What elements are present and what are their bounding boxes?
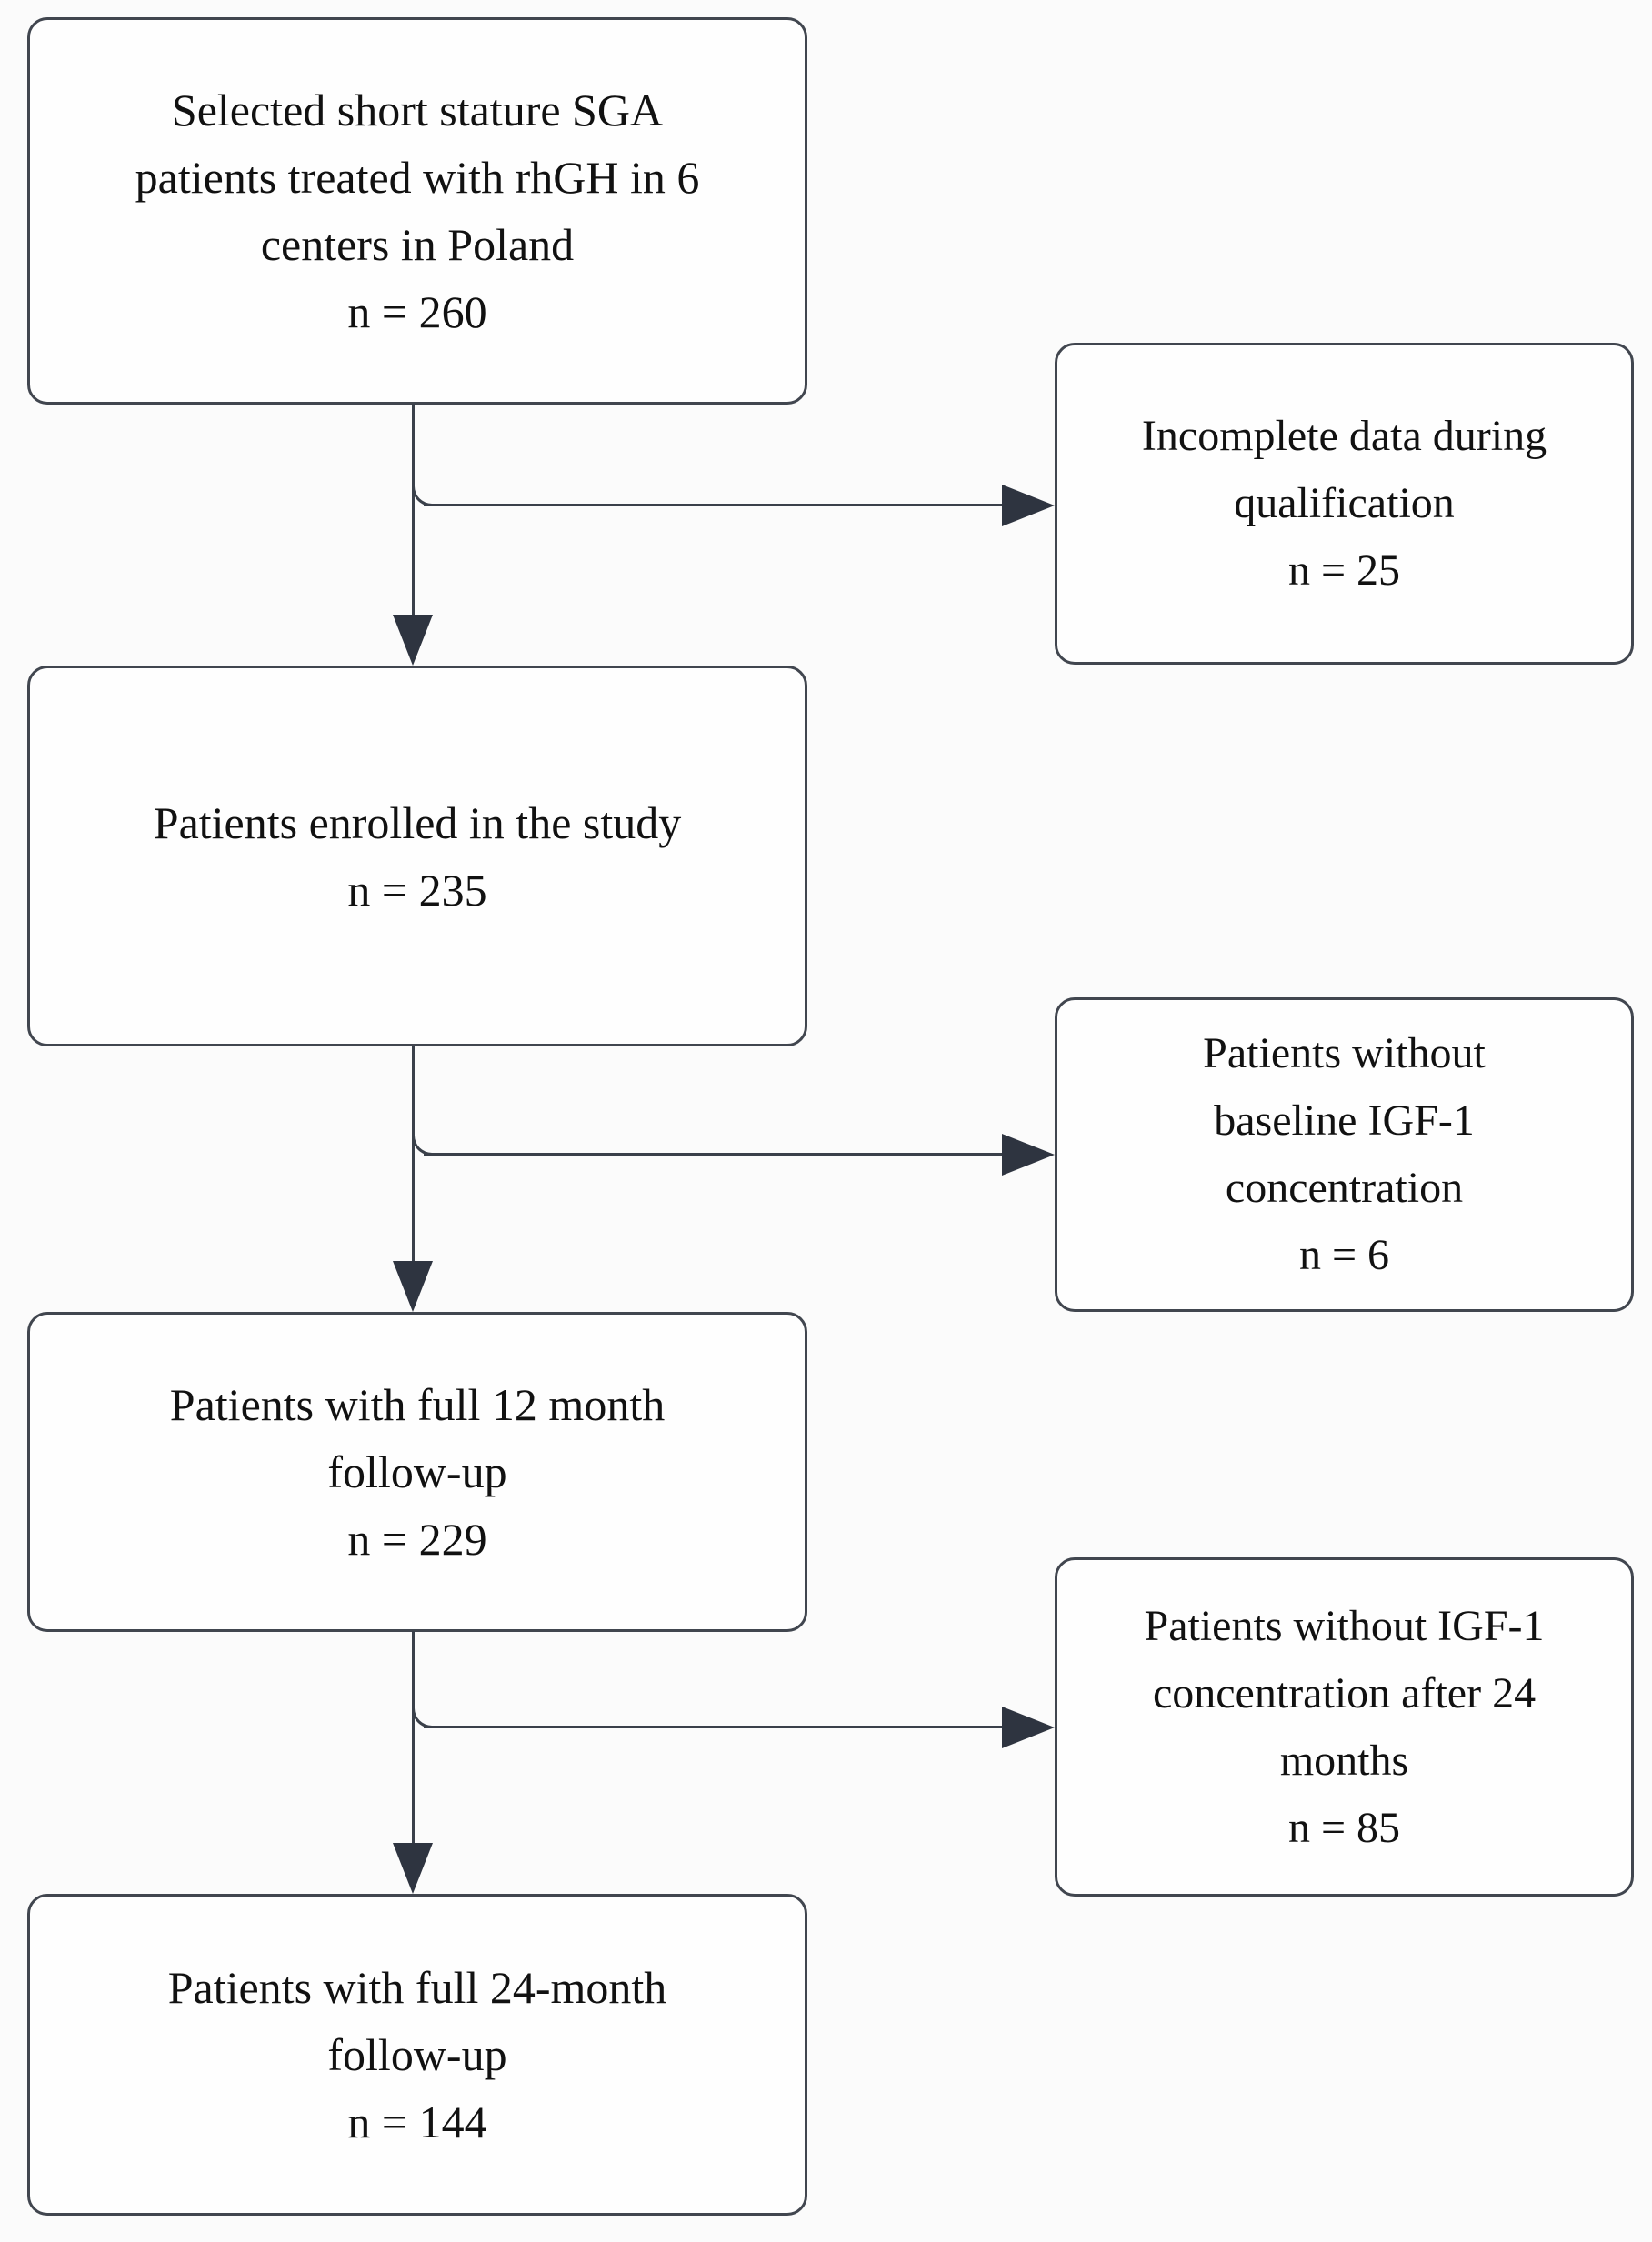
- box-line: follow-up: [327, 2029, 507, 2080]
- flow-box-12month-followup: Patients with full 12 month follow-up n …: [27, 1312, 807, 1632]
- count-label: n = 235: [347, 864, 487, 916]
- connector-branch-2: [424, 1153, 1004, 1156]
- arrowhead-down-3: [393, 1843, 433, 1894]
- arrowhead-right-1: [1002, 485, 1055, 526]
- box-line: Patients enrolled in the study: [153, 796, 682, 848]
- connector-down-2: [411, 1046, 415, 1265]
- side-box-no-baseline-igf1: Patients without baseline IGF-1 concentr…: [1055, 997, 1634, 1312]
- box-line: Patients with full 24-month: [167, 1962, 667, 2013]
- flow-box-enrolled: Patients enrolled in the study n = 235: [27, 666, 807, 1046]
- box-line: Incomplete data during: [1141, 412, 1547, 460]
- arrowhead-down-2: [393, 1261, 433, 1312]
- side-box-incomplete-data: Incomplete data during qualification n =…: [1055, 343, 1634, 665]
- count-label: n = 85: [1287, 1803, 1401, 1852]
- count-label: n = 25: [1287, 546, 1401, 595]
- box-line: Patients without IGF-1: [1144, 1601, 1545, 1650]
- box-line: patients treated with rhGH in 6: [135, 152, 700, 203]
- flow-box-selected-sga: Selected short stature SGA patients trea…: [27, 17, 807, 405]
- count-label: n = 260: [347, 286, 487, 337]
- arrowhead-down-1: [393, 615, 433, 666]
- count-label: n = 144: [347, 2097, 487, 2147]
- box-line: Patients without: [1203, 1029, 1486, 1077]
- connector-down-1: [411, 404, 415, 618]
- box-line: concentration: [1225, 1164, 1464, 1212]
- connector-down-3: [411, 1631, 415, 1847]
- connector-branch-3: [424, 1726, 1004, 1728]
- box-line: Patients with full 12 month: [169, 1379, 666, 1430]
- box-line: concentration after 24: [1152, 1668, 1537, 1717]
- connector-branch-1: [424, 504, 1004, 506]
- arrowhead-right-3: [1002, 1707, 1055, 1748]
- box-line: qualification: [1234, 479, 1455, 527]
- flow-box-24month-followup: Patients with full 24-month follow-up n …: [27, 1894, 807, 2216]
- box-line: Selected short stature SGA: [171, 85, 664, 135]
- box-line: baseline IGF-1: [1214, 1096, 1475, 1145]
- side-box-no-igf1-after-24: Patients without IGF-1 concentration aft…: [1055, 1557, 1634, 1897]
- box-line: follow-up: [327, 1446, 507, 1497]
- arrowhead-right-2: [1002, 1134, 1055, 1176]
- count-label: n = 6: [1298, 1231, 1390, 1279]
- count-label: n = 229: [347, 1514, 487, 1565]
- box-line: months: [1279, 1736, 1409, 1785]
- box-line: centers in Poland: [260, 219, 575, 270]
